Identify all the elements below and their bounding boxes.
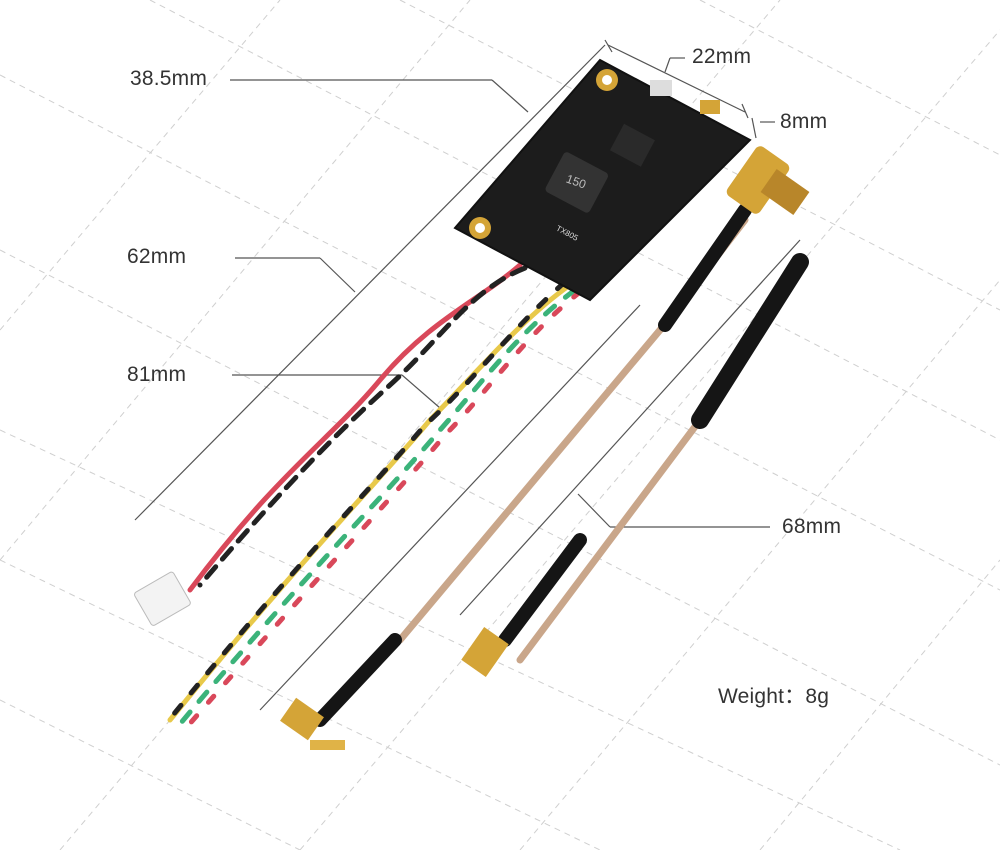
twisted-wires [162, 262, 583, 738]
signal-cable-label: 81mm [127, 363, 187, 386]
pcb-length-label: 38.5mm [130, 67, 208, 90]
coax-cables [313, 203, 809, 727]
connectors [134, 146, 810, 750]
weight-label: Weight：8g [718, 685, 830, 708]
dimension-lines [134, 39, 801, 711]
power-cable-label: 62mm [127, 245, 187, 268]
antenna-cable-label: 68mm [782, 515, 842, 538]
pcb-height-label: 8mm [780, 110, 828, 133]
pcb-board: 150 TX805 [453, 58, 752, 302]
inductor-marking: 150 [564, 172, 588, 192]
pcb-width-label: 22mm [692, 45, 752, 68]
